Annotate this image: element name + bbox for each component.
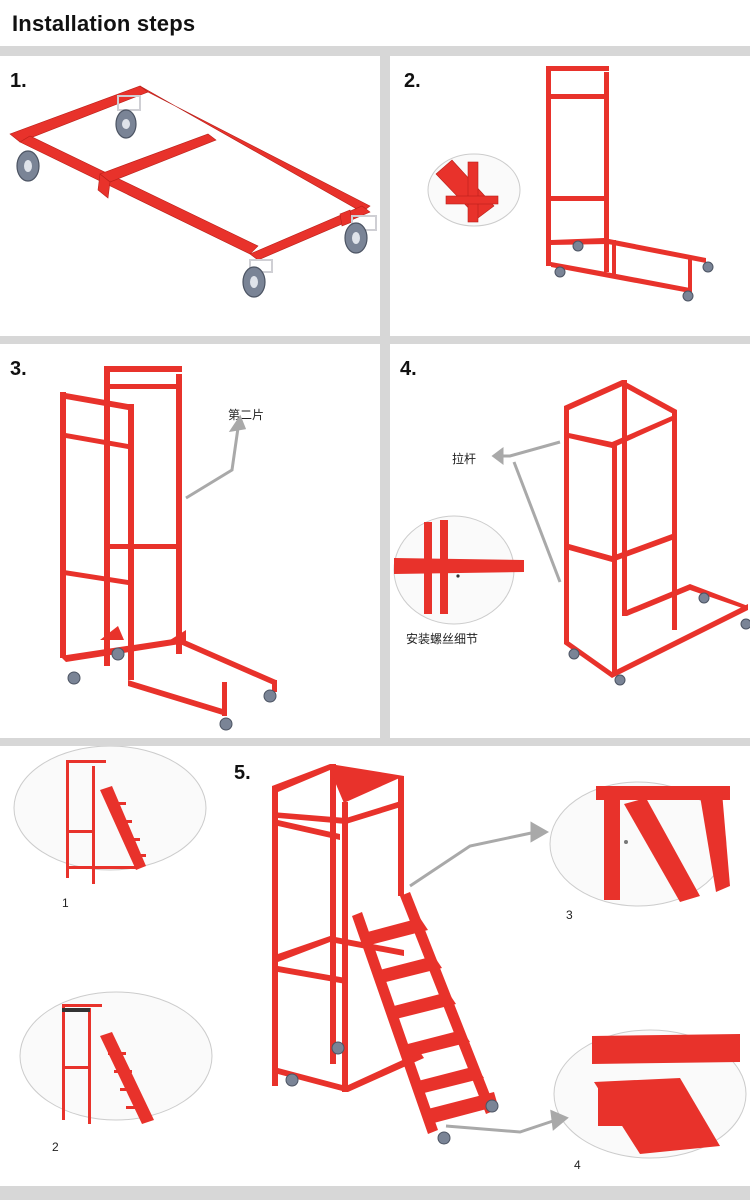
step-5-panel: 5. 1 2 3 4: [0, 746, 750, 1186]
arrow-icon: [445, 1109, 569, 1134]
step-5-detail-label-2: 2: [52, 1140, 59, 1154]
separator-bottom: [0, 1186, 750, 1200]
separator-mid-2: [0, 738, 750, 746]
header: Installation steps: [0, 0, 750, 46]
separator-vertical-1: [380, 56, 390, 336]
step-4-pull-rod-label: 拉杆: [452, 452, 477, 466]
step-1-panel: 1.: [0, 56, 380, 336]
arrow-icon: [491, 440, 562, 583]
cart-base-frame-illustration: [9, 85, 377, 298]
step-5-detail-label-1: 1: [62, 896, 69, 910]
cart-with-ladder-illustration: [13, 746, 747, 1159]
step-1-number: 1.: [10, 70, 27, 92]
step-3-panel: 3. 第二片: [0, 344, 380, 738]
separator-vertical-2: [380, 344, 390, 738]
cart-upright-frame-illustration: [427, 66, 714, 302]
step-3-number: 3.: [10, 358, 27, 380]
step-4-screw-detail-label: 安装螺丝细节: [406, 632, 479, 646]
step-2-number: 2.: [404, 70, 421, 92]
step-3-second-piece-label: 第二片: [228, 408, 265, 422]
page-title: Installation steps: [12, 11, 196, 36]
step-5-detail-label-3: 3: [566, 908, 573, 922]
step-5-number: 5.: [234, 762, 251, 784]
cart-second-frame-illustration: [60, 366, 277, 731]
arrow-icon: [409, 821, 550, 888]
cart-assembled-frame-illustration: [393, 380, 750, 686]
step-4-panel: 4. 拉杆 安装螺丝细节: [390, 344, 750, 738]
step-2-panel: 2.: [390, 56, 750, 336]
separator-mid-1: [0, 336, 750, 344]
step-5-detail-label-4: 4: [574, 1158, 581, 1172]
arrow-icon: [185, 414, 247, 500]
step-4-number: 4.: [400, 358, 417, 380]
separator-top: [0, 46, 750, 56]
